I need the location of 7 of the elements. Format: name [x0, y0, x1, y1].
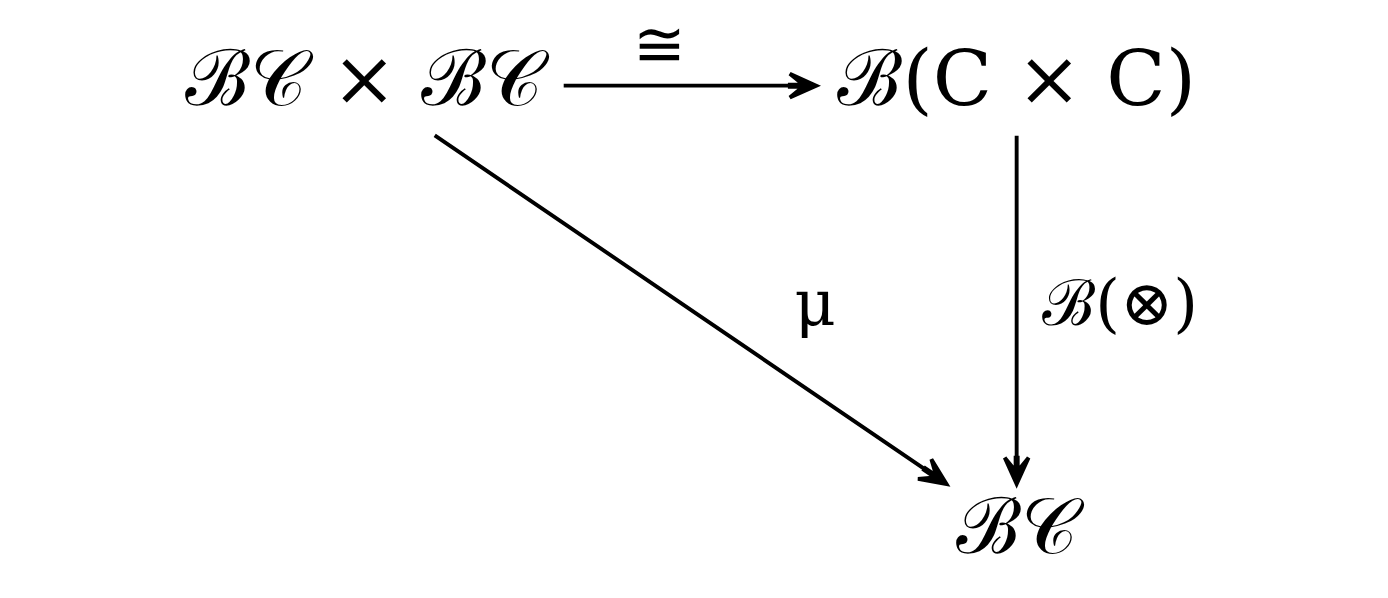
- edge-label: ≅: [632, 6, 686, 81]
- node-text: ℬ(C × C): [837, 33, 1196, 124]
- arrow: [433, 133, 949, 486]
- edge-label: μ: [794, 266, 836, 341]
- arrow: [563, 71, 819, 100]
- arrow: [1002, 135, 1031, 486]
- edge-label: ℬ(⊗): [1042, 266, 1198, 341]
